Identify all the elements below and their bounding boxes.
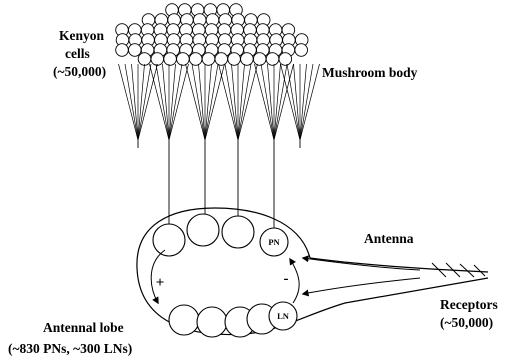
kenyon-pn-connections [119,64,320,140]
antenna-input-arrow-lower [303,278,420,294]
pn-node-label: PN [268,237,280,247]
kenyon-cell [215,53,228,66]
antenna-label: Antenna [364,231,414,246]
glomerulus [187,214,219,246]
glomerulus [222,216,254,248]
kenyon-cells-label-line1: Kenyon [59,28,105,43]
kenyon-cell [151,53,164,66]
kenyon-cell [279,53,292,66]
kenyon-cell [228,53,241,66]
glomerulus [153,224,185,256]
fan-line [169,64,182,140]
ln-to-pn-arrow [290,259,299,303]
kenyon-cell [253,53,266,66]
fan-line [125,64,138,140]
fan-line [205,64,218,140]
fan-line [192,64,205,140]
ln-node-label: LN [277,311,290,321]
fan-line [138,64,151,140]
glomerulus [197,307,227,337]
kenyon-cell [116,44,129,57]
fan-line [156,64,169,140]
receptors-label-line1: Receptors [440,297,498,312]
fan-line [225,64,238,140]
fan-line [274,64,287,140]
glomerulus [169,305,199,335]
kenyon-cell [202,53,215,66]
kenyon-cell-cluster [116,4,308,66]
antennal-lobe-label-line1: Antennal lobe [43,320,124,335]
kenyon-cells-label-line3: (~50,000) [53,64,106,79]
pn-axons [138,140,300,228]
kenyon-cell [295,44,308,57]
excitatory-sign: + [156,275,165,291]
kenyon-cells-label-line2: cells [65,46,90,61]
glomeruli [153,214,277,337]
kenyon-cell [189,53,202,66]
mushroom-body-label: Mushroom body [322,65,418,80]
receptors-label-line2: (~50,000) [440,315,493,330]
kenyon-cell [241,53,254,66]
fan-line [261,64,274,140]
kenyon-cell [177,53,190,66]
kenyon-cell [266,53,279,66]
kenyon-cell [164,53,177,66]
antennal-lobe-label-line2: (~830 PNs, ~300 LNs) [8,341,132,356]
inhibitory-sign: - [284,271,289,287]
fan-line [238,64,251,140]
fan-line [300,64,313,140]
fan-line [287,64,300,140]
kenyon-cell [138,53,151,66]
kenyon-cell [129,44,142,57]
